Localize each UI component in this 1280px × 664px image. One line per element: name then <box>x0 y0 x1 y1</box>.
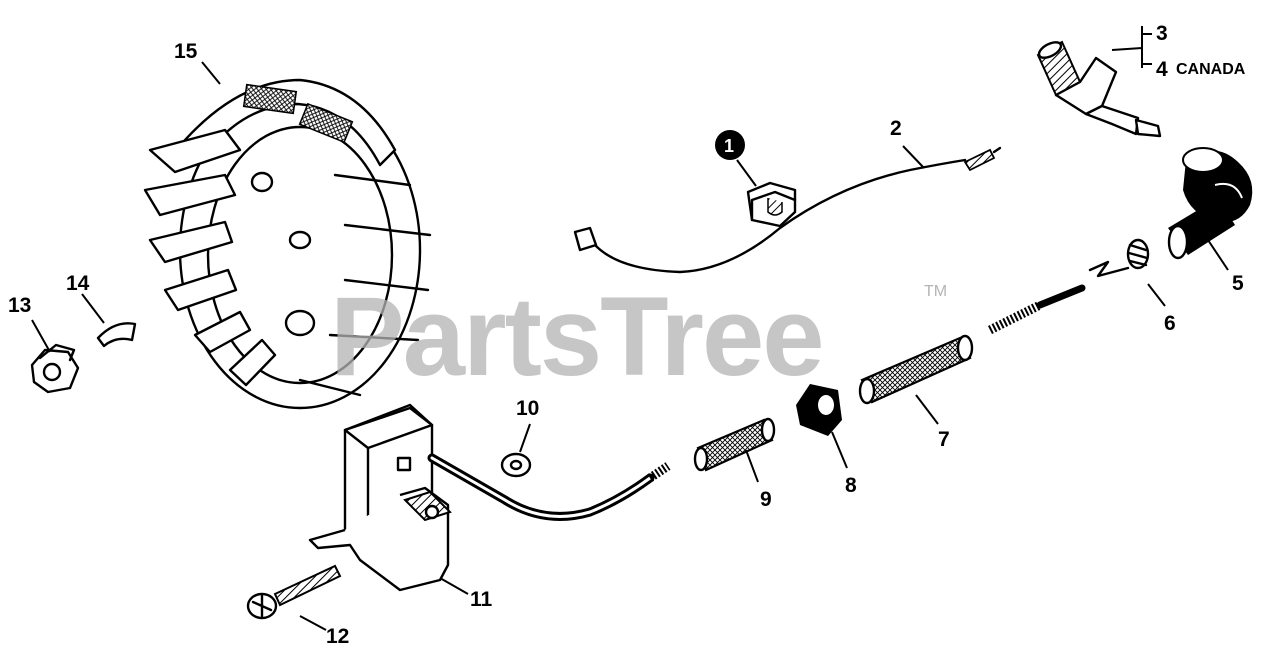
sleeve-part <box>693 417 776 472</box>
spark-plug-lead-part <box>858 284 1086 405</box>
ground-wire-part <box>573 146 1002 274</box>
callout-10: 10 <box>516 397 539 420</box>
callout-13: 13 <box>8 294 31 317</box>
grommet-part <box>796 384 842 436</box>
callout-7: 7 <box>938 428 950 451</box>
screw-part <box>246 564 342 620</box>
woodruff-key-part <box>96 322 137 348</box>
callout-11: 11 <box>470 588 493 611</box>
callout-9: 9 <box>760 488 772 511</box>
callout-2: 2 <box>890 117 902 140</box>
flywheel-part <box>143 78 432 410</box>
callout-4: 4 <box>1156 58 1168 81</box>
callout-5: 5 <box>1232 272 1244 295</box>
washer-part <box>500 452 532 478</box>
spark-plug-boot-part <box>1167 147 1253 260</box>
callout-6: 6 <box>1164 312 1176 335</box>
watermark-text: PartsTree <box>330 274 823 399</box>
callout-3: 3 <box>1156 22 1168 45</box>
callout-14: 14 <box>66 272 90 295</box>
callout-8: 8 <box>845 474 857 497</box>
spark-plug-part <box>1036 40 1162 138</box>
ignition-coil-part <box>308 403 671 592</box>
cable-clamp-part <box>746 181 797 228</box>
watermark-trademark: TM <box>924 283 947 300</box>
callout-4-canada-note: CANADA <box>1176 61 1246 78</box>
callout-1-badge: 1 <box>715 130 745 160</box>
callout-15: 15 <box>174 40 198 63</box>
leader-lines <box>31 26 1229 631</box>
spring-clip-part <box>1088 238 1150 278</box>
callout-12: 12 <box>326 625 349 648</box>
hex-nut-part <box>30 343 80 394</box>
callout-1: 1 <box>724 136 734 156</box>
